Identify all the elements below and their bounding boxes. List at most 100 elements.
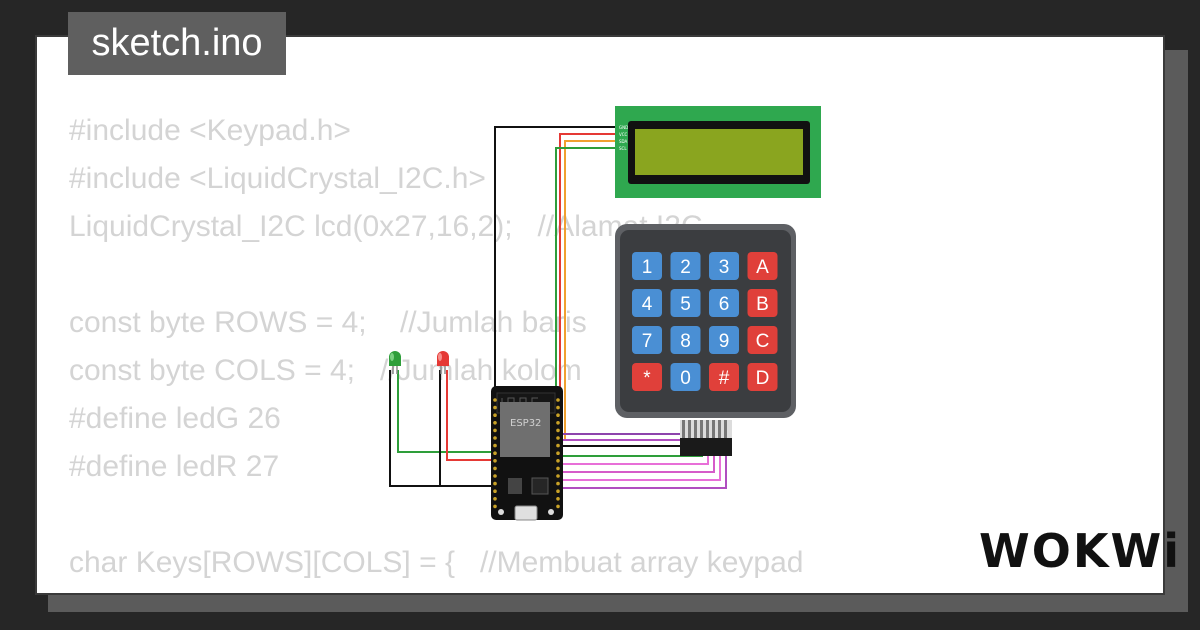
lcd-pin-scl: SCL (619, 146, 627, 151)
keypad-key[interactable]: * (632, 363, 662, 391)
esp32-pin (493, 489, 497, 494)
keypad-key[interactable]: 9 (709, 326, 739, 354)
esp32-pin (556, 504, 560, 509)
esp32-pin (556, 421, 560, 425)
keypad-4x4[interactable]: 1 2 3 A 4 5 6 B 7 8 9 C * 0 # D (615, 224, 796, 456)
keypad-key[interactable]: # (709, 363, 739, 391)
esp32-pin (493, 405, 497, 410)
lcd-pin-sda: SDA (619, 139, 628, 144)
esp32-button (498, 509, 504, 515)
keypad-key-label: 3 (719, 257, 730, 278)
esp32-pin (556, 443, 560, 448)
esp32-pin (556, 405, 560, 410)
code-line: #include <Keypad.h> (69, 114, 351, 147)
keypad-key-label: D (756, 368, 770, 389)
led-green[interactable] (389, 351, 401, 374)
keypad-key-label: 8 (680, 331, 691, 352)
lcd-pin-gnd: GND (619, 125, 628, 130)
esp32-usb-port (514, 505, 538, 521)
wire-led-gnd (439, 370, 500, 487)
keypad-key-label: A (756, 257, 769, 278)
svg-text:WOKWi: WOKWi (979, 524, 1181, 578)
keypad-key[interactable]: 5 (670, 289, 701, 317)
esp32-pin (493, 398, 497, 402)
esp32-pin (556, 398, 560, 402)
keypad-key[interactable]: 7 (632, 326, 662, 354)
esp32-pin (493, 443, 497, 448)
esp32-pin (493, 474, 497, 478)
code-preview: #include <Keypad.h> #include <LiquidCrys… (69, 107, 804, 593)
wire-kp-3 (560, 445, 697, 452)
keypad-key[interactable]: 1 (632, 252, 662, 280)
keypad-key[interactable]: A (747, 252, 778, 280)
keypad-key[interactable]: 2 (670, 252, 701, 280)
esp32-pin (493, 413, 497, 418)
esp32-pin (556, 451, 560, 456)
keypad-keys: 1 2 3 A 4 5 6 B 7 8 9 C * 0 # D (632, 252, 778, 391)
code-line: #include <LiquidCrystal_I2C.h> (69, 162, 486, 195)
keypad-header (680, 438, 732, 456)
esp32-pins (493, 398, 560, 509)
keypad-key-label: 4 (642, 294, 653, 315)
esp32-pin (493, 459, 497, 463)
wire-led-green (397, 370, 500, 453)
esp32-pin (493, 481, 497, 486)
esp32-pin (556, 436, 560, 440)
keypad-key[interactable]: 3 (709, 252, 739, 280)
keypad-key-label: 6 (719, 294, 730, 315)
wire-lcd-sda (564, 140, 618, 440)
led-red[interactable] (437, 351, 449, 374)
wire-led-red (446, 370, 500, 461)
keypad-key-label: # (719, 368, 730, 389)
wire-lcd-vcc (559, 133, 618, 405)
esp32-pin (493, 428, 497, 433)
code-line: #define ledG 26 (69, 402, 281, 435)
esp32-pin (556, 474, 560, 478)
wire-kp-6 (560, 452, 715, 473)
keypad-key[interactable]: C (747, 326, 778, 354)
esp32-pin (493, 436, 497, 440)
keypad-key-label: 9 (719, 331, 730, 352)
preview-card: #include <Keypad.h> #include <LiquidCrys… (35, 35, 1165, 595)
wire-lcd-scl (555, 147, 618, 460)
keypad-key-label: * (643, 368, 651, 389)
esp32-button (548, 509, 554, 515)
lcd-display[interactable]: GND VCC SDA SCL (615, 106, 821, 198)
keypad-key[interactable]: 6 (709, 289, 739, 317)
wire-kp-7 (560, 452, 721, 481)
keypad-key[interactable]: D (747, 363, 778, 391)
esp32-chip-label: ESP32 (510, 418, 541, 429)
wire-kp-8 (560, 452, 727, 489)
file-tab[interactable]: sketch.ino (68, 12, 286, 75)
esp32-board[interactable]: ESP32 (491, 386, 563, 521)
keypad-key-label: 5 (680, 294, 691, 315)
esp32-pin (556, 413, 560, 418)
esp32-pin (556, 481, 560, 486)
keypad-key-label: C (756, 331, 770, 352)
keypad-key[interactable]: 8 (670, 326, 701, 354)
esp32-pin (493, 466, 497, 471)
wokwi-logo: WOKWi (979, 524, 1179, 578)
esp32-pin (493, 504, 497, 509)
keypad-pins (682, 420, 727, 440)
keypad-key-label: B (756, 294, 769, 315)
keypad-key-label: 1 (642, 257, 653, 278)
esp32-pin (556, 489, 560, 494)
code-line: char Keys[ROWS][COLS] = { //Membuat arra… (69, 546, 804, 579)
code-line: #define ledR 27 (69, 450, 280, 483)
keypad-key-label: 7 (642, 331, 653, 352)
keypad-key[interactable]: B (747, 289, 778, 317)
esp32-regulator (508, 478, 522, 494)
keypad-key-label: 0 (680, 368, 691, 389)
esp32-pin (556, 466, 560, 471)
keypad-key[interactable]: 0 (670, 363, 701, 391)
esp32-pin (556, 497, 560, 501)
esp32-pin (556, 428, 560, 433)
keypad-key[interactable]: 4 (632, 289, 662, 317)
esp32-pin (493, 451, 497, 456)
lcd-pin-vcc: VCC (619, 132, 628, 137)
keypad-key-label: 2 (680, 257, 691, 278)
esp32-pin (493, 421, 497, 425)
esp32-pin (493, 497, 497, 501)
